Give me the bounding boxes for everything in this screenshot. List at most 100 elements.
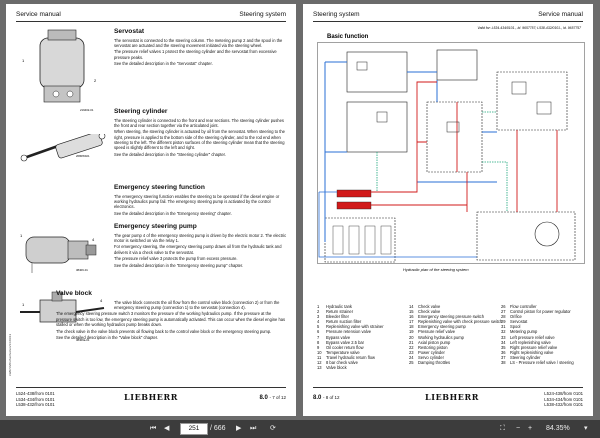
zoom-out-icon[interactable]: − bbox=[516, 425, 521, 432]
legend-text: Oil cooler return flow bbox=[326, 344, 364, 350]
legend-number: 21 bbox=[409, 339, 414, 345]
legend-number: 17 bbox=[409, 319, 414, 325]
legend-text: Check valve bbox=[418, 309, 441, 315]
legend-item: 10 Temperature valve bbox=[317, 350, 384, 355]
legend-item: 20 Working hydraulics pump bbox=[409, 335, 502, 340]
section-title: Emergency steering pump bbox=[114, 223, 197, 230]
legend-number: 12 bbox=[317, 360, 322, 366]
legend-number: 3 bbox=[317, 314, 320, 320]
legend-item: 17 Replenishing valve with check pressure… bbox=[409, 319, 502, 324]
legend-number: 4 bbox=[317, 319, 320, 325]
legend-item: 6 Pressure retension valve bbox=[317, 329, 384, 334]
legend-number: 5 bbox=[317, 324, 320, 330]
legend-item: 16 Emergency steering pressure switch bbox=[409, 314, 502, 319]
legend-text: Orifice bbox=[510, 314, 522, 320]
legend-number: 33 bbox=[501, 334, 506, 340]
model-list: L524-438/from 0101 L534-434/from 0101 L5… bbox=[16, 391, 55, 408]
legend-item: 9 Oil cooler return flow bbox=[317, 345, 384, 350]
legend-number: 38 bbox=[501, 360, 506, 366]
legend-number: 20 bbox=[409, 334, 414, 340]
paragraph: The emergency steering function enables … bbox=[114, 193, 280, 209]
legend-number: 16 bbox=[409, 314, 414, 320]
diagram-caption: Hydraulic plan of the steering system bbox=[403, 267, 469, 272]
page-number-input[interactable]: 251 bbox=[180, 423, 208, 435]
legend-text: Working hydraulics pump bbox=[418, 334, 464, 340]
legend-text: Replenishing valve with check pressure s… bbox=[418, 319, 503, 325]
header-right: Steering system bbox=[239, 11, 286, 18]
hydraulic-plan-diagram bbox=[317, 42, 585, 264]
legend-item: 4 Return suction filter bbox=[317, 319, 384, 324]
paragraph: The pressure relief valve 3 protects the… bbox=[114, 256, 238, 262]
legend-number: 19 bbox=[409, 329, 414, 335]
legend-text: Temperature valve bbox=[326, 349, 360, 355]
legend-text: Emergency steering pump bbox=[418, 324, 466, 330]
legend-number: 14 bbox=[409, 304, 414, 309]
header-left: Steering system bbox=[313, 11, 360, 18]
svg-text:2: 2 bbox=[94, 78, 97, 83]
legend-text: Pressure retension valve bbox=[326, 329, 372, 335]
legend-item: 33 Left pressure relief valve bbox=[501, 335, 589, 340]
section-emergency-steering: Emergency steering function The emergenc… bbox=[114, 184, 288, 217]
legend-number: 6 bbox=[317, 329, 320, 335]
legend-text: Steering cylinder bbox=[510, 354, 541, 360]
last-page-icon[interactable]: ⏭ bbox=[250, 425, 257, 432]
paragraph: See the detailed description in the "Ste… bbox=[114, 151, 226, 157]
fit-page-icon[interactable]: ⛶ bbox=[500, 425, 505, 432]
legend-number: 22 bbox=[409, 344, 414, 350]
legend-number: 24 bbox=[409, 354, 414, 360]
liebherr-logo: LIEBHERR bbox=[425, 392, 479, 402]
page-header: Service manual Steering system bbox=[16, 11, 286, 22]
model-line: L538-432/from 0101 bbox=[544, 402, 583, 407]
legend-number: 10 bbox=[317, 349, 322, 355]
side-code: LWR/16/01/Ascheinen/14.09/13 bbox=[8, 333, 12, 376]
paragraph: See the detailed description in the "Eme… bbox=[114, 263, 244, 269]
header-right: Service manual bbox=[538, 11, 583, 18]
svg-text:4: 4 bbox=[100, 298, 103, 303]
legend-number: 37 bbox=[501, 354, 506, 360]
legend-text: Replenishing valve with strainer bbox=[326, 324, 384, 330]
legend-text: Left pressure relief valve bbox=[510, 334, 555, 340]
legend-text: Travel hydraulic return flow bbox=[326, 354, 375, 360]
page-left: Service manual Steering system 1 2 21940… bbox=[6, 4, 296, 416]
first-page-icon[interactable]: ⏮ bbox=[150, 425, 157, 432]
valid-for: Valid for: L534-434/0101-, Id. 9657757; … bbox=[477, 26, 581, 30]
legend-text: Emergency steering pressure switch bbox=[418, 314, 484, 320]
page-number: 8.0 - 7 of 12 bbox=[259, 395, 286, 402]
legend-text: Return suction filter bbox=[326, 319, 362, 325]
model-line: L534-434/from 0101 bbox=[544, 396, 583, 402]
model-line: L524-438/from 0101 bbox=[544, 391, 583, 396]
paragraph: The emergency steering pressure switch 3… bbox=[56, 311, 286, 327]
page-number-main: 8.0 bbox=[259, 395, 268, 401]
section-title: Servostat bbox=[114, 28, 145, 35]
page-footer: 8.0 - 8 of 12 LIEBHERR L524-438/from 010… bbox=[313, 387, 583, 410]
zoom-in-icon[interactable]: + bbox=[528, 425, 533, 432]
paragraph: See the detailed description in the "Val… bbox=[56, 335, 159, 341]
legend-text: Bypass valve bbox=[326, 334, 351, 340]
paragraph: See the detailed description in the "Eme… bbox=[114, 210, 232, 216]
legend-text: Damping throttles bbox=[418, 360, 451, 366]
rotate-icon[interactable]: ⟳ bbox=[270, 425, 276, 432]
zoom-dropdown-icon[interactable]: ▾ bbox=[584, 425, 588, 432]
legend-text: Return strainer bbox=[326, 309, 354, 315]
page-number-main: 8.0 bbox=[313, 395, 322, 401]
prev-page-icon[interactable]: ◀ bbox=[164, 425, 170, 432]
zoom-level[interactable]: 84.35% bbox=[546, 425, 570, 432]
next-page-icon[interactable]: ▶ bbox=[236, 425, 242, 432]
legend-number: 34 bbox=[501, 339, 506, 345]
legend-number: 23 bbox=[409, 349, 414, 355]
legend-text: Spool bbox=[510, 324, 521, 330]
legend-number: 9 bbox=[317, 344, 320, 350]
legend-text: Valve block bbox=[326, 365, 347, 371]
